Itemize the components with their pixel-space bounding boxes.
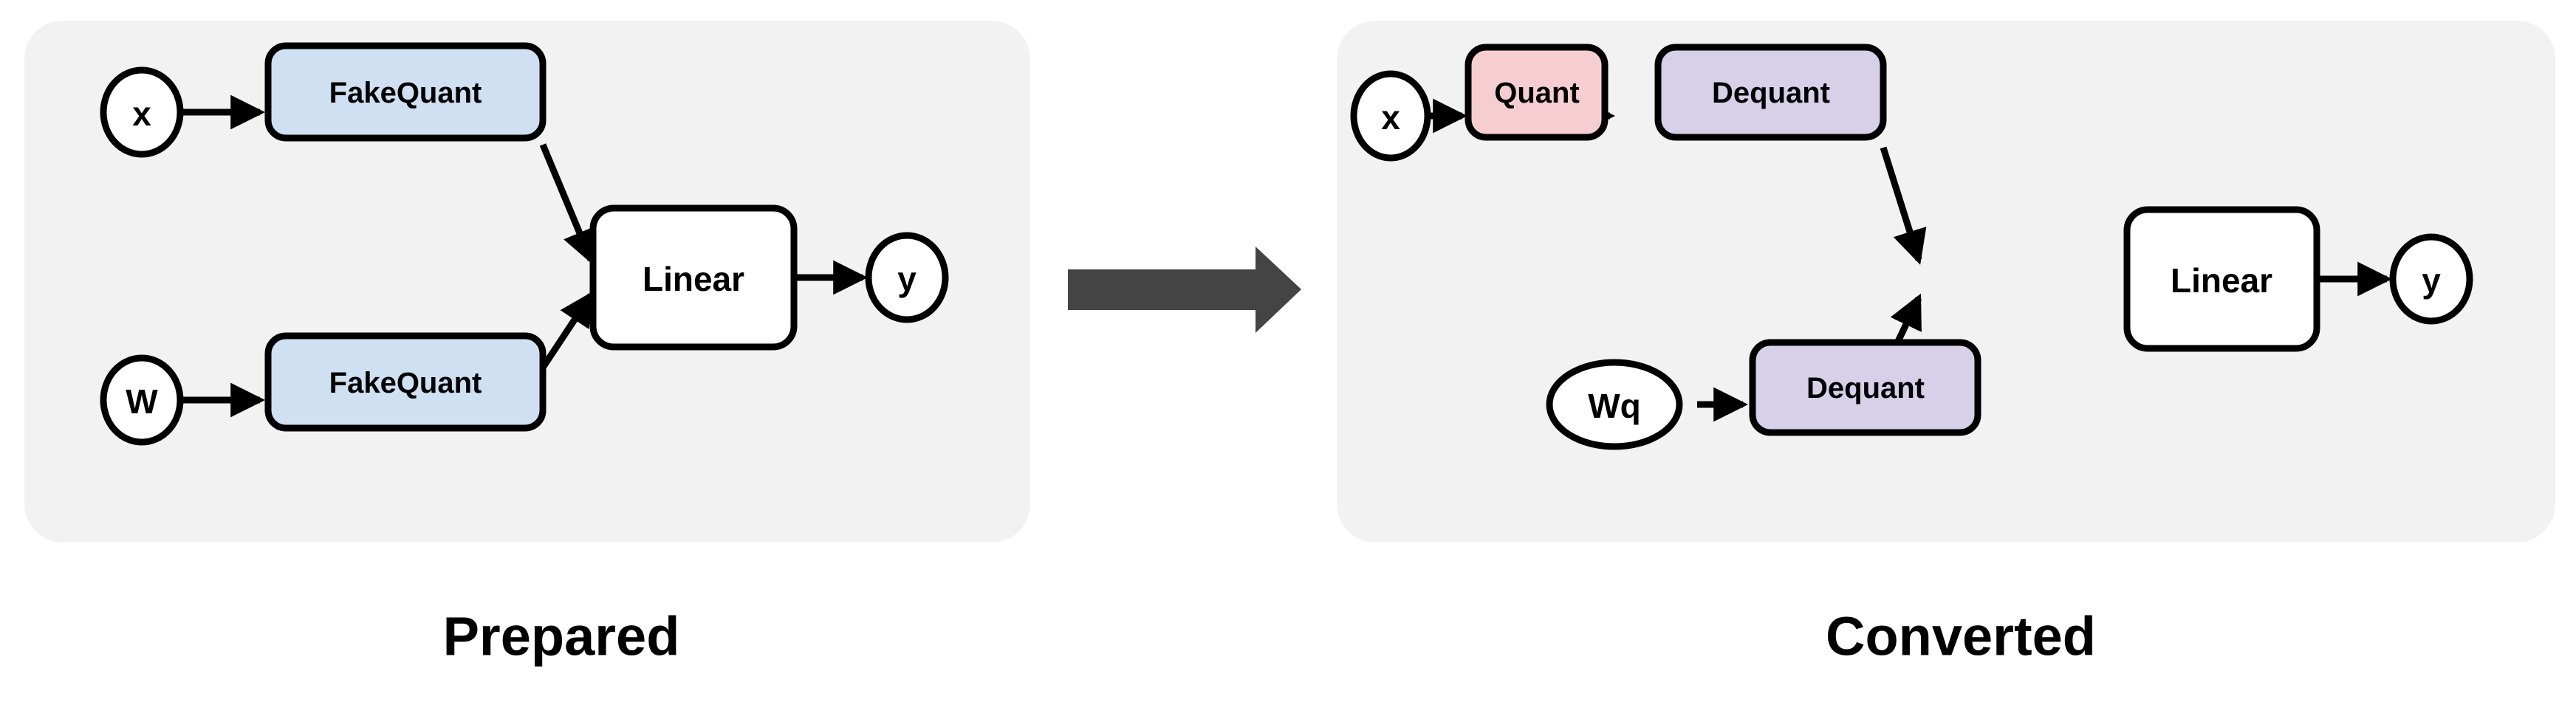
op-fakequant-weight-label: FakeQuant (329, 367, 482, 399)
node-wq-label: Wq (1588, 387, 1641, 425)
edge-fakequant-w-to-linear (540, 291, 594, 370)
node-x-shape (100, 66, 184, 158)
transition-arrow (1068, 247, 1301, 333)
op-quant: Quant (1465, 44, 1609, 141)
right-panel-group: x Quant Dequant Wq Dequant (1337, 21, 2555, 542)
op-dequant-activation-box (1654, 44, 1887, 141)
op-fakequant-activation: FakeQuant (264, 42, 547, 142)
op-linear-left-label: Linear (643, 260, 744, 298)
edge-fakequant-x-to-linear (539, 143, 596, 265)
right-arrow-icon (1068, 247, 1301, 333)
op-linear-right-box (2123, 206, 2320, 352)
op-linear-left-box (589, 204, 798, 351)
op-dequant-weight: Dequant (1749, 339, 1981, 436)
op-quant-label: Quant (1494, 77, 1580, 109)
node-y-shape (865, 232, 949, 323)
op-dequant-activation: Dequant (1654, 44, 1887, 141)
node-wq-shape (1546, 359, 1683, 450)
node-y-right-shape (2389, 233, 2473, 325)
op-fakequant-activation-box (264, 42, 547, 142)
node-y-left: y (865, 232, 949, 323)
op-dequant-activation-label: Dequant (1712, 77, 1830, 109)
node-x-label: x (132, 94, 151, 133)
caption-prepared: Prepared (443, 606, 680, 667)
op-fakequant-activation-label: FakeQuant (329, 77, 482, 109)
caption-converted: Converted (1826, 606, 2096, 667)
node-w-shape (100, 354, 184, 446)
op-quant-box (1465, 44, 1609, 141)
op-linear-right-label: Linear (2171, 261, 2272, 300)
left-panel-group: x W FakeQuant FakeQuant Linear (24, 21, 1030, 542)
node-x-right-label: x (1381, 98, 1400, 137)
node-w-label: W (126, 382, 158, 421)
node-y-label: y (897, 260, 917, 298)
op-linear-right: Linear (2123, 206, 2320, 352)
op-linear-left: Linear (589, 204, 798, 351)
node-y-right-label: y (2422, 261, 2441, 300)
node-y-right: y (2389, 233, 2473, 325)
op-fakequant-weight: FakeQuant (264, 332, 547, 432)
edge-dequant-x-to-linear (1880, 146, 1927, 265)
node-x-right: x (1350, 70, 1431, 162)
op-dequant-weight-label: Dequant (1806, 372, 1925, 404)
node-x-right-shape (1350, 70, 1431, 162)
node-wq: Wq (1546, 359, 1683, 450)
node-x-left: x (100, 66, 184, 158)
op-dequant-weight-box (1749, 339, 1981, 436)
node-w-left: W (100, 354, 184, 446)
op-fakequant-weight-box (264, 332, 547, 432)
